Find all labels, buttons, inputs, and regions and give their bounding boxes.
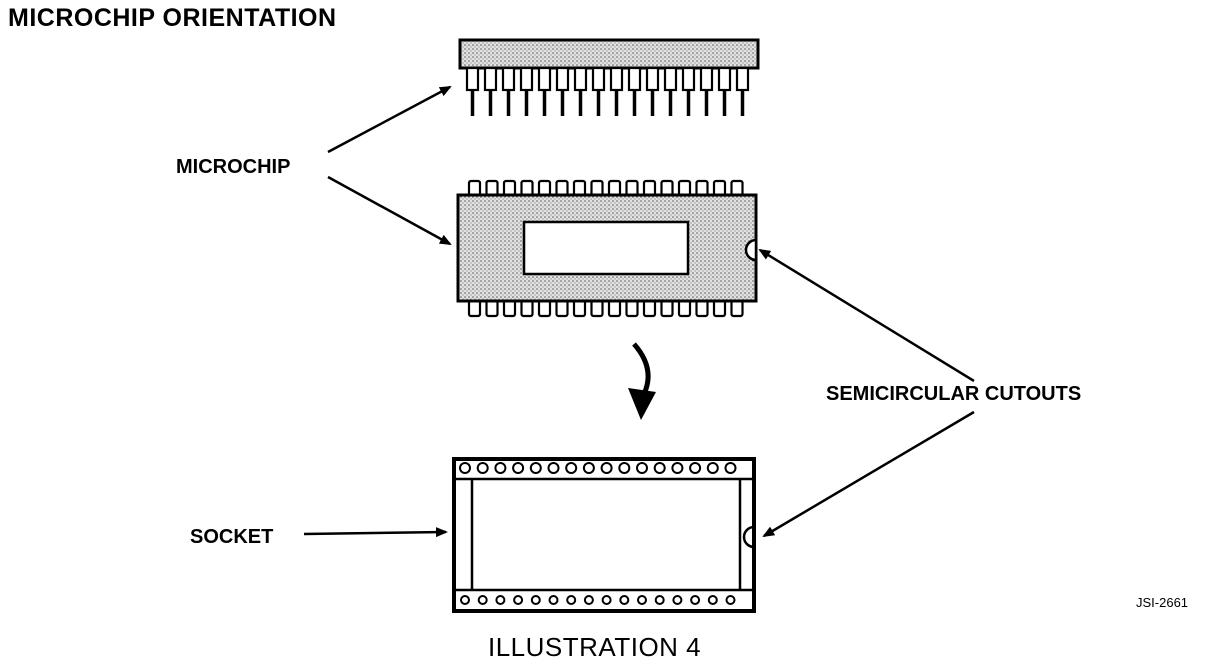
- socket-hole: [529, 462, 542, 474]
- side-pin: [645, 66, 660, 92]
- socket-hole: [653, 462, 666, 474]
- socket-hole: [637, 595, 647, 605]
- microchip-side-view-icon: [458, 38, 760, 116]
- top-view-upper-pins: [467, 179, 744, 198]
- side-view-pins: [465, 66, 750, 116]
- socket-hole: [512, 462, 525, 474]
- side-pin: [735, 66, 750, 92]
- pointer-arrows: [303, 85, 975, 538]
- side-pin: [591, 66, 606, 92]
- socket-hole: [601, 595, 612, 605]
- socket-hole: [706, 462, 719, 474]
- side-pin: [699, 66, 714, 92]
- socket-hole: [672, 595, 683, 605]
- socket-hole: [547, 462, 560, 474]
- socket-icon: [452, 457, 756, 613]
- side-pin: [663, 66, 678, 92]
- socket-hole: [654, 595, 665, 605]
- socket-hole: [565, 462, 578, 474]
- curved-down-arrow-icon: [628, 342, 656, 420]
- side-pin: [501, 66, 516, 92]
- socket-hole: [600, 462, 613, 474]
- socket-hole: [618, 462, 631, 474]
- socket-hole: [619, 595, 630, 605]
- socket-hole: [566, 595, 577, 605]
- socket-hole: [583, 595, 594, 605]
- socket-hole: [671, 462, 684, 474]
- side-pin: [681, 66, 696, 92]
- socket-hole: [690, 595, 701, 605]
- side-pin: [465, 66, 480, 92]
- socket-hole: [582, 462, 595, 474]
- socket-hole: [548, 595, 559, 605]
- side-pin: [627, 66, 642, 92]
- socket-upper-holes: [459, 462, 737, 474]
- socket-hole: [530, 595, 541, 605]
- diagram-title: MICROCHIP ORIENTATION: [8, 4, 337, 32]
- socket-arrow: [303, 527, 448, 538]
- socket-hole: [459, 462, 471, 474]
- socket-hole: [636, 462, 648, 474]
- socket-hole: [494, 462, 507, 474]
- figure-code: JSI-2661: [1136, 595, 1189, 610]
- socket-hole: [513, 595, 524, 605]
- side-pin: [609, 66, 624, 92]
- semicircular-cutouts-label: SEMICIRCULAR CUTOUTS: [826, 383, 1082, 405]
- side-pin: [483, 66, 498, 92]
- microchip-label: MICROCHIP: [176, 156, 291, 178]
- socket-hole: [707, 595, 718, 605]
- side-pin: [519, 66, 534, 92]
- socket-hole: [689, 462, 702, 474]
- socket-hole: [476, 462, 489, 474]
- illustration-caption: ILLUSTRATION 4: [488, 632, 702, 662]
- side-pin: [537, 66, 552, 92]
- side-pin: [717, 66, 732, 92]
- side-pin: [573, 66, 588, 92]
- chip-cutout-notch: [744, 238, 758, 262]
- socket-lower-holes: [460, 595, 736, 605]
- microchip-top-view-icon: [456, 179, 758, 318]
- microchip-arrow-to-top-view: [327, 175, 452, 246]
- socket-label: SOCKET: [190, 526, 274, 548]
- socket-hole: [724, 462, 737, 474]
- microchip-arrow-to-side-view: [327, 85, 452, 154]
- socket-hole: [460, 595, 470, 605]
- socket-hole: [477, 595, 488, 605]
- socket-hole: [725, 595, 736, 605]
- socket-cutout-notch: [742, 525, 755, 549]
- cutouts-arrow-to-chip: [758, 248, 975, 383]
- socket-hole: [495, 595, 506, 605]
- side-pin: [555, 66, 570, 92]
- cutouts-arrow-to-socket: [762, 410, 975, 538]
